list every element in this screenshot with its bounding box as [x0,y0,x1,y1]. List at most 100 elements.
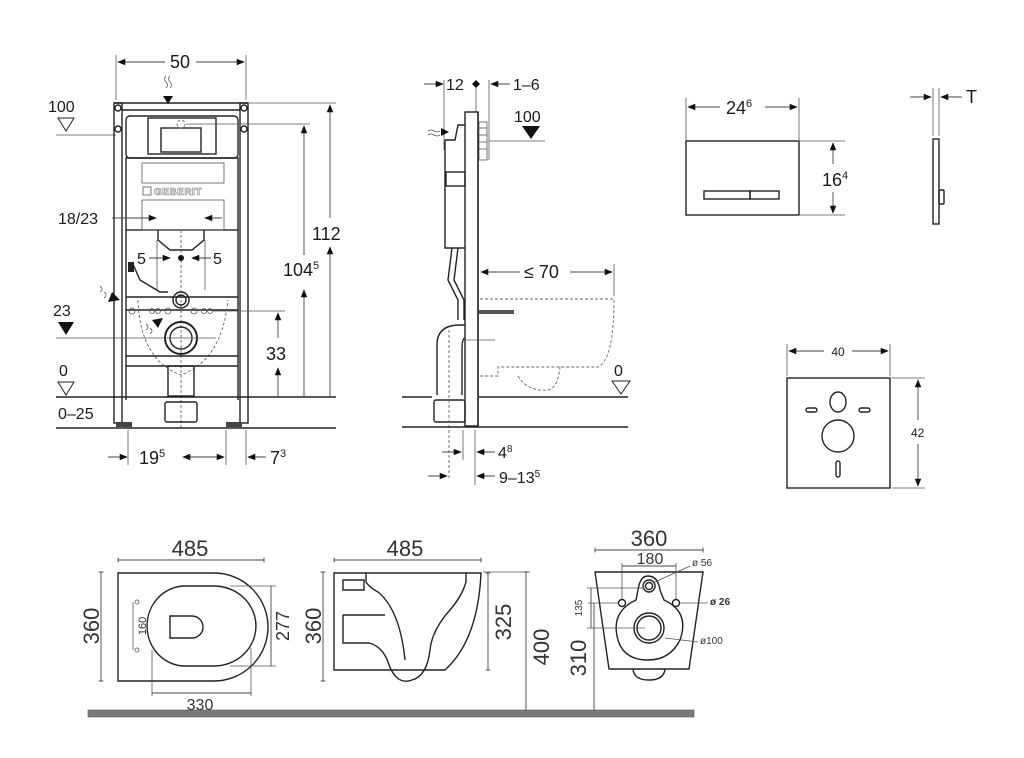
plate-height-label: 164 [822,170,848,190]
foot-icon [226,422,242,427]
rim-height-label: 325 [491,604,516,641]
pad-width-label: 40 [831,345,845,359]
dim-height-104-5: 1045 [283,260,319,280]
bowl-trap [429,573,467,651]
drain-fitting [433,399,466,423]
mounting-cutout [342,614,431,682]
mounting-bolt [479,310,514,314]
level-marker-icon [57,381,75,396]
pad-drain-hole [821,419,855,453]
water-inlet-icon [427,129,441,137]
inlet-hole [642,579,656,593]
frame-left-post [113,102,123,424]
bowl-side-view: 485 360 325 400 [301,536,554,710]
flush-pipe [131,261,168,293]
bolt-hole [617,598,627,608]
range-0-25-label: 0–25 [58,406,94,423]
pad-slot [835,460,841,478]
drain-pipe-lower [167,365,195,397]
bolt-dia-label: ø 26 [710,597,730,608]
bowl-width-label: 360 [79,608,104,645]
level-marker-icon [57,117,75,132]
dim-4-8: 48 [498,444,513,462]
bowl-bottom [632,668,666,681]
floor-bar [87,709,695,718]
dim-offset-right-5: 5 [213,251,222,268]
arrow-icon [441,128,449,136]
arrow-icon [108,292,120,302]
plate-width-label: 246 [726,98,752,118]
dim-19-5: 195 [139,448,165,468]
bowl-inner-width-label: 277 [273,611,293,641]
flush-plate-side-detail [478,121,488,161]
flush-button-small [749,190,780,200]
bowl-inner-top [146,585,257,667]
leader-line [654,565,691,583]
mount-height-label: 400 [529,629,554,666]
cistern-valve [445,171,466,187]
bowl-length-label: 485 [172,536,209,561]
side-length-label: 485 [387,536,424,561]
foot-icon [116,422,132,427]
bolt-hole [671,598,681,608]
max-70-label: ≤ 70 [524,262,559,282]
dim-18-23: 18/23 [58,211,98,228]
center-point-icon [178,255,184,261]
side-height-label: 360 [301,608,326,645]
drain-outline [169,615,204,639]
frame-side [464,111,479,427]
inlet-hole-inner [644,581,654,591]
water-inlet-icon [145,323,153,335]
front-view: 50 100 GEBERIT 18/23 [48,52,341,468]
hinge-hole [134,647,140,653]
leader-line [664,637,699,643]
level-marker-icon [611,380,631,395]
drain-fitting [164,401,198,423]
mounting-holes [128,307,213,315]
dim-height-112: 112 [312,224,341,244]
flush-pipe-connector-inner [175,294,187,306]
dim-7-3: 73 [270,448,286,468]
flush-pipe-side [453,247,465,320]
bolt-icon [240,125,248,133]
hinge-hole [134,599,140,605]
dim-depth-12: 12 [446,77,464,94]
drain-elbow [436,324,466,395]
range-1-6: 1–6 [513,77,540,94]
bowl-back-view: 360 180 ø 56 ø 26 ø100 135 310 [566,526,730,710]
bowl-outline-side [333,572,482,671]
bowl-back-outline [594,571,704,670]
level-marker-icon [58,322,74,335]
bowl-outline-top [117,572,269,682]
valve-icon [128,262,134,272]
outlet-dia-label: ø100 [700,636,723,647]
dim-width-50: 50 [170,52,190,72]
wc-outline [517,366,561,391]
level-23-label: 23 [53,303,71,320]
frame-right-post [239,102,249,424]
range-9-13-5: 9–135 [499,469,541,487]
logo-square-icon [142,186,152,196]
bolt-spacing-label: 180 [637,551,664,568]
level-100-label: 100 [48,99,75,116]
vertical-135-label: 135 [574,599,585,616]
flush-plate-side [932,138,940,225]
dim-height-33: 33 [266,344,286,364]
bolt-icon [114,125,122,133]
water-inlet-icon [99,285,107,299]
frame-inner-post [125,230,239,400]
pad-slot [805,407,818,413]
arrow-icon [152,318,163,328]
flush-pipe-connector [172,291,190,309]
level-0-label: 0 [59,363,68,380]
cistern-side [444,124,465,249]
wc-outline [480,298,615,377]
side-view: 12 1–6 100 [402,77,631,487]
level-marker-icon [522,126,540,139]
panel [141,162,225,184]
center-point-icon [472,80,480,88]
dim-offset-left-5: 5 [137,251,146,268]
sound-insulation-pad: 40 42 [786,344,925,489]
arrow-icon [163,96,173,104]
brand-logo: GEBERIT [154,187,202,198]
